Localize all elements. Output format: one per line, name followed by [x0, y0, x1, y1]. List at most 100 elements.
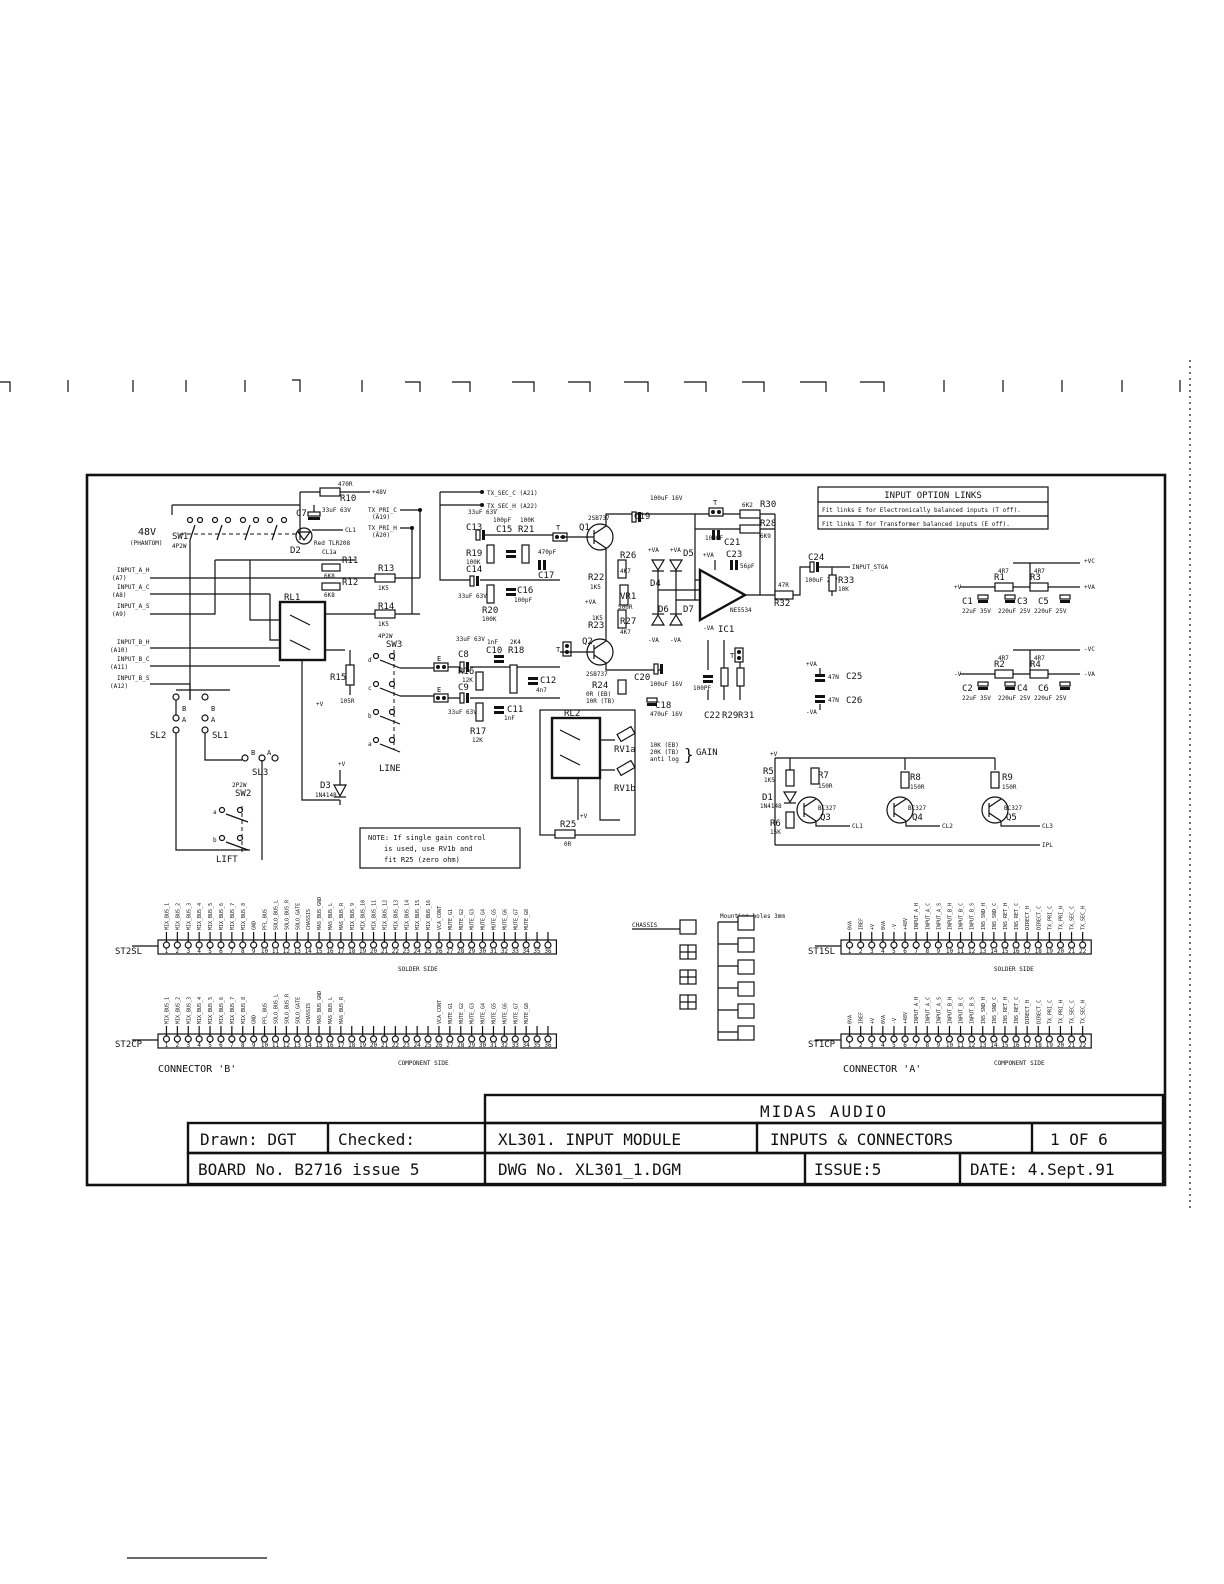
st2sl-pin-number: 30: [479, 948, 487, 955]
st1cp-pin-name: INS_SND_H: [981, 997, 987, 1024]
st1sl-pin-number: 20: [1057, 948, 1065, 955]
st2cp-pin-name: MUTE_G1: [448, 1003, 454, 1024]
st2sl-pin-number: 1: [165, 948, 169, 955]
st2sl-pin-name: MIX_BUS_9: [350, 903, 356, 930]
st2cp-pin-number: 22: [392, 1042, 400, 1049]
sw2-switch: 2P2W SW2 a b LIFT: [213, 760, 263, 865]
ps-c1-label: C1: [962, 597, 973, 607]
q5-label: Q5: [1006, 813, 1017, 823]
st2cp-pin-number: 21: [381, 1042, 389, 1049]
d5-supply: +VA: [670, 547, 681, 554]
st2sl-pin-number: 7: [230, 948, 234, 955]
st2cp-pin-number: 32: [501, 1042, 509, 1049]
st1sl-pin-name: INPUT_B_S: [970, 903, 976, 930]
r13-r14: R13 1K5 R14 1K5: [355, 564, 420, 628]
st1cp-pin-name: TX_SEC_C: [1070, 1000, 1076, 1024]
c7-label: C7: [296, 509, 307, 519]
q3-label: Q3: [820, 813, 831, 823]
st2cp-pin-number: 12: [283, 1042, 291, 1049]
st2sl-pin-name: MUTE_G3: [470, 909, 476, 930]
r8-value: 150R: [910, 784, 925, 791]
st1sl-pin-name: TX_SEC_C: [1070, 906, 1076, 930]
c23-value: 56pF: [740, 563, 755, 570]
drawing-number: DWG No. XL301_1.DGM: [498, 1160, 681, 1179]
st2sl-pin-name: MUTE_G6: [502, 909, 508, 930]
r23-label: R23: [588, 621, 604, 631]
st1sl-pin-name: INS_SND_H: [981, 903, 987, 930]
st1cp-pin-number: 12: [968, 1042, 976, 1049]
st1sl-pin-number: 3: [870, 948, 874, 955]
sw3-pole-c: c: [368, 685, 372, 692]
st2cp-pin-number: 31: [490, 1042, 498, 1049]
input-a-c-pin: (A8): [112, 592, 126, 599]
r31-label: R31: [738, 711, 754, 721]
input-b-h-pin: (A10): [110, 647, 128, 654]
r27-value: 4K7: [620, 629, 631, 636]
r16-label: R16: [458, 667, 474, 677]
st2cp-pin-number: 20: [370, 1042, 378, 1049]
sl3-a: A: [267, 749, 272, 757]
st2sl-pin-number: 35: [533, 948, 541, 955]
c17-value: 470pF: [538, 549, 556, 556]
st2cp-pin-name: MIX_BUS_1: [164, 997, 170, 1024]
r6-value: 15K: [770, 829, 781, 836]
ps-vc-pos: +VC: [1084, 558, 1095, 565]
st2cp-pin-number: 8: [241, 1042, 245, 1049]
sw1-label: SW1: [172, 532, 188, 542]
r21-label: R21: [518, 525, 534, 535]
tx-pri-c: TX_PRI_C: [368, 507, 397, 514]
ps-c4-label: C4: [1017, 684, 1028, 694]
st2sl-pin-number: 15: [315, 948, 323, 955]
st2sl-pin-name: MUTE_G8: [524, 909, 530, 930]
d3-label: D3: [320, 781, 331, 791]
st1sl-body: [840, 939, 1092, 955]
c16-value: 100pF: [514, 597, 532, 604]
st2cp-pin-name: MAS_BUS_L: [328, 997, 334, 1024]
tx-pri-h-pin: (A20): [372, 532, 390, 539]
st2sl-pin-name: MIX_BUS_1: [164, 903, 170, 930]
r5-value: 1K5: [764, 777, 775, 784]
supply-filter: +VC +VA +V R1 4R7 R3 4R7 C1 22uF 35V C3 …: [954, 558, 1095, 702]
phantom-sub-label: (PHANTOM): [130, 540, 163, 547]
r7-label: R7: [818, 771, 829, 781]
st2sl-pin-number: 5: [208, 948, 212, 955]
output-stage: R32 47R C24 100uF 25V INPUT_STGA R33 10K: [774, 553, 889, 609]
r30-label: R30: [760, 500, 776, 510]
title-block: MIDAS AUDIO Drawn: DGT Checked: XL301. I…: [186, 1093, 1165, 1186]
input-a-h-pin: (A7): [112, 575, 126, 582]
r19-label: R19: [466, 549, 482, 559]
st1cp-pin-name: INPUT_A_S: [936, 997, 942, 1024]
st2sl-pin-number: 2: [176, 948, 180, 955]
st2cp-pin-name: GND: [252, 1015, 258, 1024]
st1sl-pin-name: +48V: [903, 918, 909, 930]
r16-value: 12K: [462, 677, 473, 684]
c23-label: C23: [726, 550, 742, 560]
input-transistors: Q1 2SB737 Q2 2SB737 R22 1K5 1K5 R23 +VA …: [560, 513, 660, 705]
c15-value: 100pF: [493, 517, 511, 524]
st2sl-pin-number: 16: [326, 948, 334, 955]
sw3-switch: 4P2W SW3 d c b a LINE: [368, 633, 440, 774]
st2sl-pin-number: 6: [219, 948, 223, 955]
st2sl-pin-name: MIX_BUS_4: [197, 903, 203, 930]
q1-value: 2SB737: [588, 515, 610, 522]
st2sl-pin-number: 33: [512, 948, 520, 955]
st2sl-pin-name: GND: [252, 921, 258, 930]
st2sl-pin-name: MAS_BUS_L: [328, 903, 334, 930]
ic1-opamp: IC1 NE5534 +VA -VA C21 100PF C23 56pF R3…: [695, 499, 776, 635]
ps-va-neg: -VA: [1084, 671, 1095, 678]
r10-label: R10: [340, 494, 356, 504]
d6-label: D6: [658, 605, 669, 615]
st2cp-body: [157, 1033, 557, 1049]
rv1a-label: RV1a: [614, 745, 636, 755]
c10-value: 1nF: [487, 639, 498, 646]
st1sl-pin-number: 5: [892, 948, 896, 955]
tx-pri-h: TX_PRI_H: [368, 525, 397, 532]
st2cp-pin-name: MUTE_G6: [502, 1003, 508, 1024]
connector-a-label: CONNECTOR 'A': [843, 1064, 921, 1075]
input-b-c: INPUT_B_C: [117, 656, 150, 663]
st2cp-pin-name: MIX_BUS_8: [241, 997, 247, 1024]
cl1-label: CL1: [852, 823, 863, 830]
input-b-c-pin: (A11): [110, 664, 128, 671]
st2sl-pin-name: MIX_BUS_16: [426, 900, 432, 930]
st1sl-pin-name: INPUT_B_C: [959, 903, 965, 930]
